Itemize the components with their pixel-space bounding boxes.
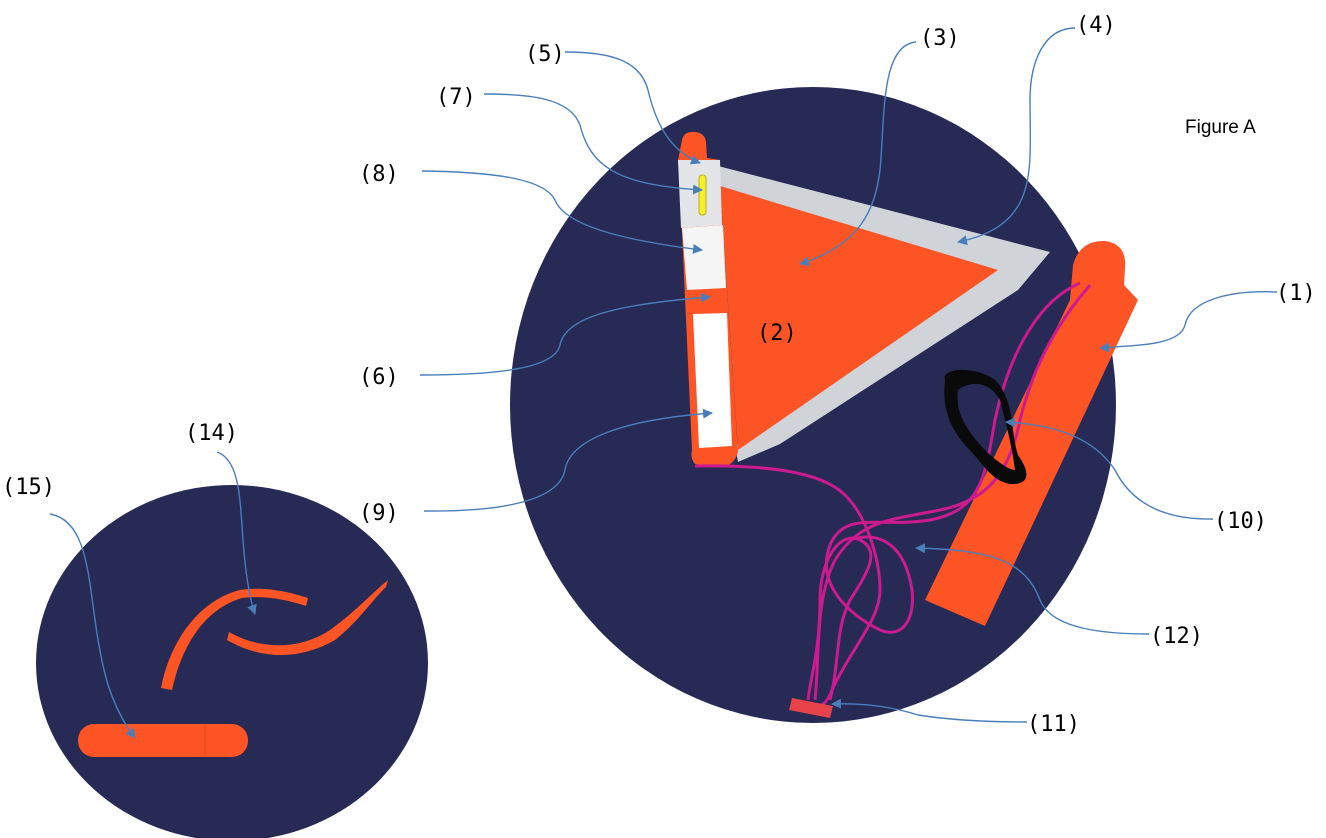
loop-line-a [824,281,1081,634]
leader-15 [49,513,136,739]
label-2: (2) [757,321,797,346]
yellow-tab [698,174,707,216]
label-5: (5) [525,42,565,67]
kite-canopy [720,186,998,450]
upper-white-panel [682,225,726,290]
line-toggle [789,698,833,718]
leader-1 [1099,291,1278,353]
leader-14 [216,451,257,615]
leader-7 [483,93,703,195]
loop-line-b [813,284,1092,701]
lower-white-panel [693,313,732,448]
label-4: (4) [1076,13,1116,38]
label-3: (3) [920,26,960,51]
label-1: (1) [1276,281,1316,306]
leader-3 [799,41,917,267]
label-12: (12) [1150,624,1203,649]
label-8: (8) [359,162,399,187]
black-strap [944,369,1027,485]
leader-11 [831,698,1028,723]
leader-8 [421,170,703,254]
label-10: (10) [1214,509,1267,534]
label-15: (15) [2,475,55,500]
bag-tube [925,240,1138,626]
secondary-disc [36,485,428,838]
leader-5 [564,51,701,165]
leader-9 [423,408,713,512]
label-9: (9) [359,501,399,526]
leader-10 [1005,417,1214,520]
label-11: (11) [1027,712,1080,737]
label-14: (14) [185,421,238,446]
small-tube [78,724,248,757]
leader-4 [957,27,1076,246]
curved-strap-right [227,580,388,655]
leader-12 [915,543,1150,635]
curved-strap-left [161,588,308,690]
leader-6 [419,292,711,376]
label-6: (6) [359,365,399,390]
figure-title: Figure A [1185,117,1256,138]
label-7: (7) [436,85,476,110]
loop-line-c [806,536,873,701]
